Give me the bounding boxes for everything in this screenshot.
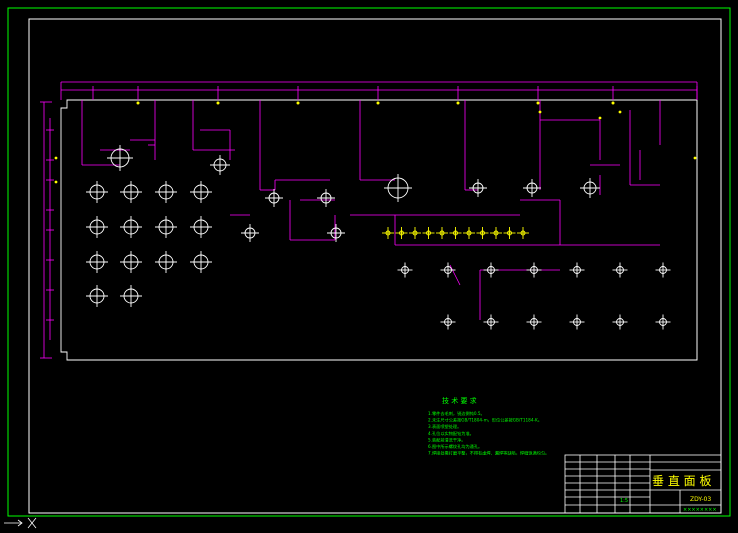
hole-marker (120, 251, 142, 273)
hole-marker (155, 181, 177, 203)
hole-marker (384, 174, 412, 202)
edge-marker (54, 180, 58, 184)
hole-marker (155, 216, 177, 238)
hole-marker (580, 178, 600, 198)
hole-marker (526, 262, 542, 278)
edge-marker (296, 101, 300, 105)
edge-marker (54, 156, 58, 160)
inner-border (28, 18, 722, 514)
hole-marker (120, 216, 142, 238)
hole-marker (469, 179, 487, 197)
technical-notes: 技 术 要 求 1.零件去毛刺，锐边倒钝0.5。2.未注尺寸公差按GB/T180… (428, 396, 549, 457)
hole-marker (382, 227, 394, 239)
edge-marker (538, 110, 542, 114)
hole-marker (612, 262, 628, 278)
hole-marker (463, 227, 475, 239)
note-line: 5.装配前清洗干净。 (428, 436, 466, 443)
dimension-lines (40, 81, 698, 359)
hole-marker (655, 314, 671, 330)
hole-marker (526, 314, 542, 330)
axis-marker (4, 517, 37, 529)
note-line: 6.图中所示螺纹孔均为通孔。 (428, 443, 482, 450)
edge-marker (136, 101, 140, 105)
hole-marker (490, 227, 502, 239)
hole-marker (476, 227, 489, 239)
hole-marker (107, 145, 133, 171)
hole-marker (449, 227, 462, 239)
edge-marker (598, 116, 602, 120)
edge-marker (456, 101, 460, 105)
hole-marker (210, 155, 230, 175)
hole-marker (483, 314, 499, 330)
note-line: 7.焊接处需打磨平整，不得有虚焊、漏焊等缺陷，焊缝饱满均匀。 (428, 450, 549, 457)
hole-marker (265, 189, 283, 207)
hole-marker (483, 262, 499, 278)
edge-marker (618, 110, 622, 114)
hole-marker (397, 262, 413, 278)
hole-marker (569, 262, 585, 278)
hole-marker (86, 216, 108, 238)
hole-marker (655, 262, 671, 278)
hole-marker (440, 314, 456, 330)
hole-marker (503, 227, 516, 239)
panel-outline (60, 99, 698, 361)
drawing-title: 垂 直 面 板 (652, 474, 711, 488)
edge-marker (693, 156, 697, 160)
hole-marker (440, 262, 456, 278)
edge-marker (536, 101, 540, 105)
notes-header: 技 术 要 求 (442, 396, 477, 405)
hole-markers (54, 101, 697, 330)
hole-marker (317, 189, 335, 207)
hole-marker (523, 179, 541, 197)
hole-marker (569, 314, 585, 330)
drawing-scale: 1:5 (620, 498, 628, 504)
company-name: ×××××××× (683, 507, 717, 513)
hole-marker (155, 251, 177, 273)
hole-marker (422, 227, 435, 239)
hole-marker (190, 181, 212, 203)
hole-marker (86, 251, 108, 273)
edge-marker (216, 101, 220, 105)
note-line: 2.未注尺寸公差按GB/T1804-m，形位公差按GB/T1184-K。 (428, 417, 542, 424)
hole-marker (190, 251, 212, 273)
edge-marker (376, 101, 380, 105)
hole-marker (86, 285, 108, 307)
outer-frame (7, 7, 731, 517)
hole-marker (327, 224, 345, 242)
title-block (564, 454, 722, 514)
drawing-number: ZDY-03 (690, 496, 711, 503)
hole-marker (241, 224, 259, 242)
hole-marker (120, 285, 142, 307)
hole-marker (517, 227, 529, 239)
note-line: 4.孔位以实物配钻为准。 (428, 430, 474, 437)
hole-marker (395, 227, 408, 239)
hole-marker (436, 227, 448, 239)
hole-marker (190, 216, 212, 238)
hole-marker (86, 181, 108, 203)
note-line: 1.零件去毛刺，锐边倒钝0.5。 (428, 410, 485, 417)
note-line: 3.表面喷塑处理。 (428, 423, 461, 430)
hole-marker (120, 181, 142, 203)
hole-marker (612, 314, 628, 330)
edge-marker (611, 101, 615, 105)
hole-marker (409, 227, 421, 239)
